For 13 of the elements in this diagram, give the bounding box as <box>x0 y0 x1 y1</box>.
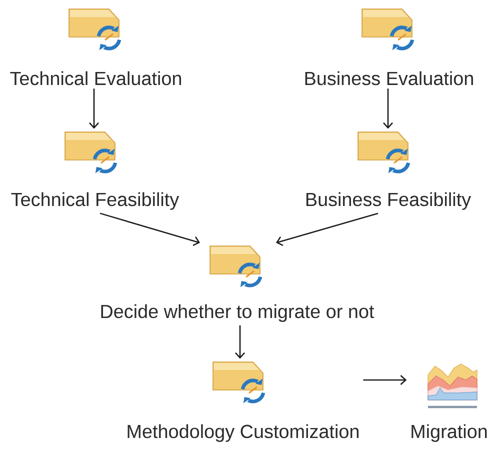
arrow <box>235 325 245 359</box>
step-label: Methodology Customization <box>128 424 358 442</box>
arrow <box>89 88 99 129</box>
step-label: Business Evaluation <box>305 71 473 86</box>
step-label: Technical Feasibility <box>11 192 180 210</box>
step-label: Business Feasibility <box>306 192 472 210</box>
step-label: Migration <box>412 424 487 442</box>
arrow <box>276 212 378 246</box>
step-label: Decide whether to migrate or not <box>101 304 374 322</box>
step-label: Technical Evaluation <box>10 71 181 86</box>
arrow <box>383 88 393 129</box>
arrow <box>100 212 200 246</box>
arrow <box>363 375 407 385</box>
